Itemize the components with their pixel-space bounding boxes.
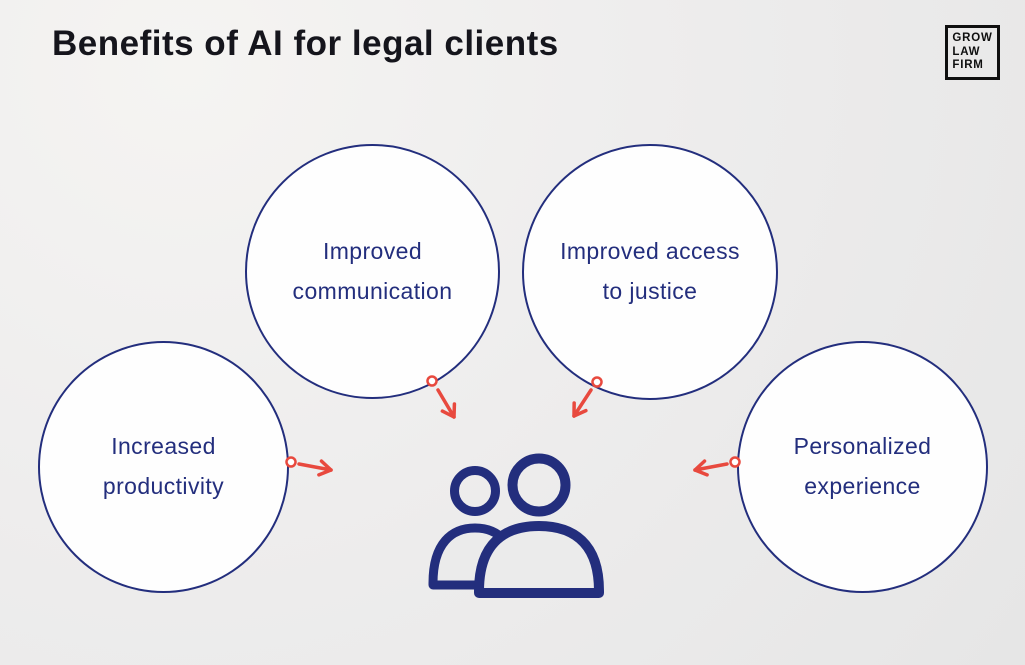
arrow-origin-dot	[285, 456, 297, 468]
arrow-from-experience-icon	[693, 456, 741, 477]
page-title: Benefits of AI for legal clients	[52, 24, 559, 63]
arrow-from-communication-icon	[426, 375, 457, 419]
bubble-improved-access-to-justice: Improved access to justice	[522, 144, 778, 400]
bubble-personalized-experience-label: Personalized experience	[793, 433, 932, 499]
arrow-line	[693, 459, 729, 477]
front-person-body	[474, 521, 604, 598]
arrow-from-productivity-icon	[285, 456, 333, 477]
bubble-improved-access-to-justice-label: Improved access to justice	[560, 238, 740, 304]
arrow-origin-dot	[729, 456, 741, 468]
arrow-origin-dot	[591, 376, 603, 388]
arrow-line	[436, 388, 457, 419]
bubble-personalized-experience: Personalized experience	[737, 341, 988, 593]
arrow-line	[572, 388, 593, 418]
arrow-line	[297, 459, 333, 477]
front-person-head	[507, 453, 571, 517]
bubble-improved-communication-label: Improved communication	[292, 237, 453, 304]
back-person-head	[450, 466, 500, 516]
logo-text: GROW LAW FIRM	[952, 31, 993, 72]
grow-law-firm-logo: GROW LAW FIRM	[945, 25, 1000, 80]
clients-icon	[428, 453, 604, 598]
arrow-from-access-icon	[572, 376, 603, 418]
bubble-increased-productivity-label: Increased productivity	[102, 433, 225, 499]
bubble-increased-productivity: Increased productivity	[38, 341, 289, 593]
arrow-origin-dot	[426, 375, 438, 387]
bubble-improved-communication: Improved communication	[245, 144, 500, 399]
